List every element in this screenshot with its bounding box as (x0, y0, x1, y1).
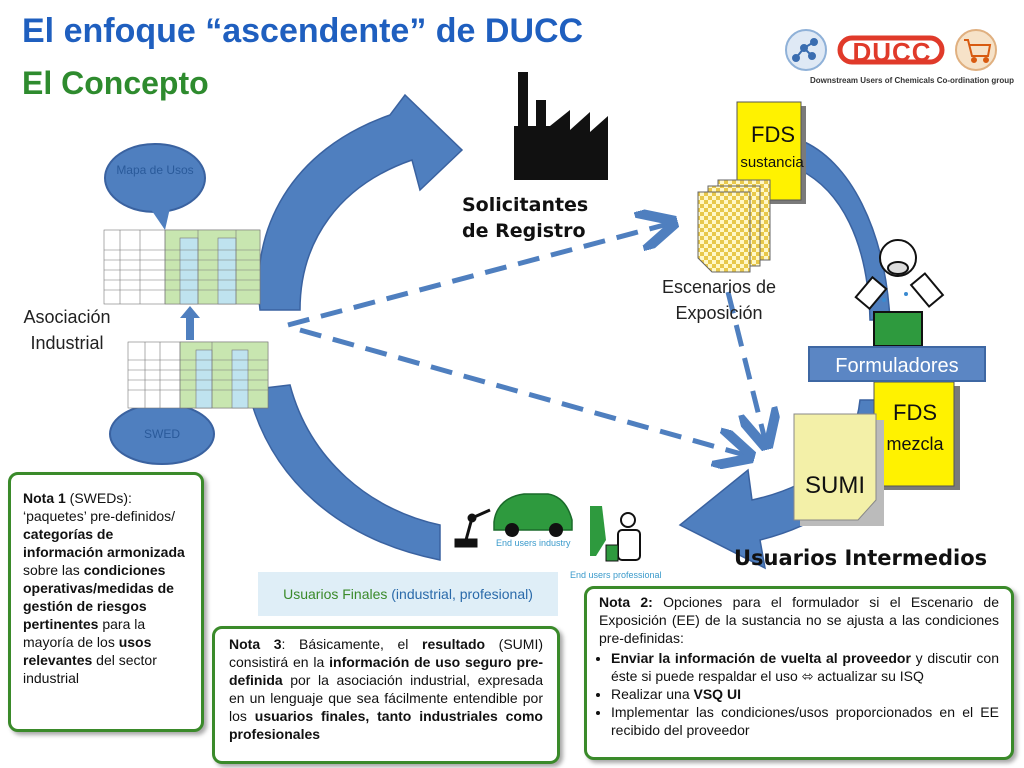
note3-bold-1: resultado (422, 636, 486, 652)
usuarios-finales-label: Usuarios Finales (283, 586, 388, 602)
fds-sustancia-title: FDS (751, 122, 795, 147)
note1-bold-2: condiciones operativas/medidas de gestió… (23, 562, 174, 632)
cart-icon (964, 39, 992, 63)
formulator-worker-icon (854, 239, 945, 347)
note2-item2-pre: Realizar una (611, 686, 694, 702)
end-users-professional-label: End users professional (570, 570, 662, 580)
escenarios-label: Escenarios de Exposición (661, 277, 777, 323)
note3-bold-3: usuarios finales, tanto industriales com… (229, 708, 543, 742)
fds-sustancia-sub: sustancia (740, 154, 804, 171)
up-arrow (180, 306, 200, 340)
page-title: El enfoque “ascendente” de DUCC (22, 12, 584, 50)
swed-label: SWED (144, 427, 180, 441)
note1-label: Nota 1 (23, 490, 66, 506)
note3-text-1: : Básicamente, el (281, 636, 423, 652)
spreadsheet-swed (127, 341, 269, 409)
logo-text: DUCC (852, 37, 932, 67)
note1-text-3: para la mayoría de los (23, 616, 146, 650)
note1-text-4: del sector industrial (23, 652, 157, 686)
note1-bold-3: usos relevantes (23, 634, 152, 668)
cycle-arrow-bottom-left (247, 384, 441, 561)
mapa-bubble (104, 143, 206, 230)
fds-mezcla-title: FDS (893, 400, 937, 425)
note3-text-3: por la asociación industrial, expresada … (229, 672, 543, 724)
cycle-arrow-top-left (257, 93, 464, 311)
molecule-icon (792, 38, 818, 62)
professional-worker-icon (590, 506, 641, 562)
note-1: Nota 1 (SWEDs): ‘paquetes’ pre-definidos… (8, 472, 204, 732)
end-users-industry-label: End users industry (496, 538, 571, 548)
note3-bold-2: información de uso seguro pre-definida (229, 654, 543, 688)
note1-text-2: sobre las (23, 562, 84, 578)
note2-label: Nota 2: (599, 594, 653, 610)
sumi-doc (793, 413, 884, 526)
note2-item2-bold: VSQ UI (693, 686, 741, 702)
fds-mezcla-sub: mezcla (886, 434, 944, 454)
note-3: Nota 3: Básicamente, el resultado (SUMI)… (212, 626, 560, 764)
note3-text-2: (SUMI) consistirá en la (229, 636, 543, 670)
formuladores-label: Formuladores (808, 346, 986, 382)
note2-item1-bold: Enviar la información de vuelta al prove… (611, 650, 911, 666)
note1-bold-1: categorías de información armonizada (23, 526, 185, 560)
note2-item-1: Enviar la información de vuelta al prove… (611, 649, 999, 685)
note2-item-2: Realizar una VSQ UI (611, 685, 999, 703)
factory-icon (514, 72, 608, 180)
mapa-de-usos-label: Mapa de Usos (116, 163, 194, 177)
ducc-logo (785, 29, 997, 71)
usuarios-intermedios-label: Usuarios Intermedios (734, 546, 988, 570)
usuarios-finales-box: Usuarios Finales (industrial, profesiona… (258, 572, 558, 616)
note2-intro: Opciones para el formulador si el Escena… (599, 594, 999, 646)
note3-label: Nota 3 (229, 636, 282, 652)
dashed-arrow-from-formuladores (299, 327, 745, 455)
note2-list: Enviar la información de vuelta al prove… (599, 649, 999, 739)
note2-item-3: Implementar las condiciones/usos proporc… (611, 703, 999, 739)
escenarios-docs (697, 179, 771, 273)
spreadsheet-mapa (103, 229, 261, 305)
page-subtitle: El Concepto (22, 65, 209, 101)
note-2: Nota 2: Opciones para el formulador si e… (584, 586, 1014, 760)
logo-caption: Downstream Users of Chemicals Co-ordinat… (810, 76, 1015, 85)
asociacion-industrial-label: Asociación Industrial (23, 307, 111, 353)
fds-mezcla-doc (873, 381, 960, 490)
note2-item3-text: Implementar las condiciones/usos proporc… (611, 704, 999, 738)
solicitantes-label: Solicitantes de Registro (462, 194, 589, 242)
industrial-robot-icon (454, 508, 491, 548)
note1-text-1: (SWEDs): ‘paquetes’ pre-definidos/ (23, 490, 176, 524)
dashed-arrow-down (725, 291, 765, 440)
usuarios-finales-sub: (industrial, profesional) (391, 586, 533, 602)
note2-item1-rest: y discutir con éste si puede respaldar e… (611, 650, 999, 684)
dashed-arrow-to-solicitantes (287, 224, 668, 328)
sumi-label: SUMI (805, 472, 865, 499)
car-icon (493, 493, 573, 537)
